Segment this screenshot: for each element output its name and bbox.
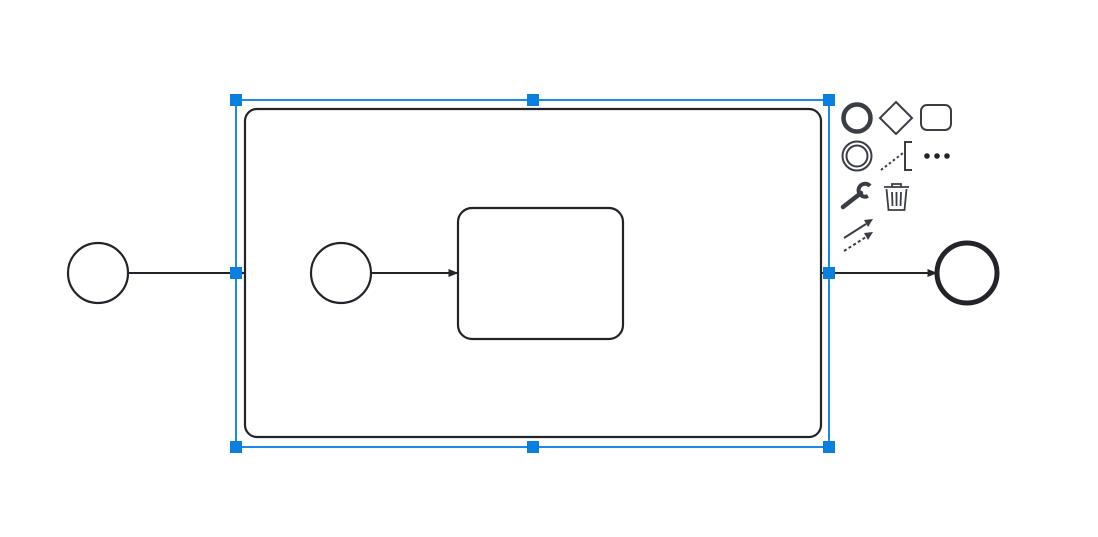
resize-handle-ne[interactable] [823,94,835,106]
append-text-annotation-button[interactable] [879,139,913,173]
more-icon [924,153,950,159]
start-event-inner[interactable] [309,241,373,305]
end-event[interactable] [934,240,1000,306]
task-icon [920,104,952,131]
resize-handle-nw[interactable] [230,94,242,106]
append-end-event-button[interactable] [840,101,874,135]
task[interactable] [456,206,625,341]
append-task-button[interactable] [918,101,954,135]
wrench-icon [840,181,872,210]
delete-button[interactable] [879,179,913,213]
append-gateway-button[interactable] [878,100,914,136]
resize-handles [230,94,835,453]
resize-handle-n[interactable] [527,94,539,106]
context-pad [840,100,954,254]
start-event-outer[interactable] [66,241,130,305]
connect-icon [843,219,873,252]
resize-handle-s[interactable] [527,441,539,453]
resize-handle-sw[interactable] [230,441,242,453]
end-event-icon [841,102,873,134]
connect-button[interactable] [840,218,874,254]
resize-handle-w[interactable] [230,267,242,279]
text-annotation-icon [880,141,912,171]
resize-handle-e[interactable] [823,267,835,279]
gateway-icon [878,100,914,136]
append-intermediate-event-button[interactable] [840,139,874,173]
more-button[interactable] [918,139,954,173]
intermediate-event-icon [841,140,873,172]
resize-handle-se[interactable] [823,441,835,453]
change-type-button[interactable] [840,179,874,213]
trash-icon [884,183,909,211]
